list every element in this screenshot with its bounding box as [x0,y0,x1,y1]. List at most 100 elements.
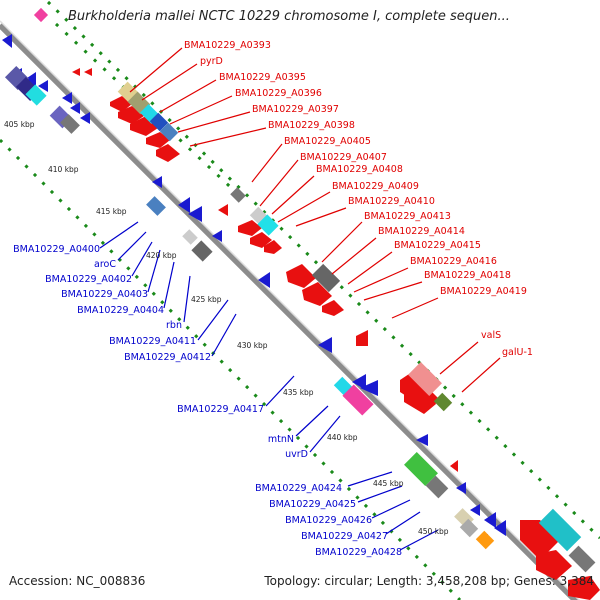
feature-box[interactable] [257,214,279,236]
gene-label[interactable]: BMA10229_A0398 [268,120,355,131]
gene-label[interactable]: BMA10229_A0419 [440,286,527,297]
gene-label[interactable]: rbn [166,320,182,331]
scale-label: 410 kbp [48,165,79,174]
gene-label[interactable]: BMA10229_A0413 [364,211,451,222]
gene-arrow[interactable] [470,504,480,516]
gene-label[interactable]: BMA10229_A0414 [378,226,465,237]
gene-arrow[interactable] [568,576,600,600]
feature-box[interactable] [459,518,479,538]
gene-arrow[interactable] [152,176,162,188]
gene-arrow[interactable] [84,68,92,76]
gene-arrow[interactable] [238,220,262,236]
gene-arrow[interactable] [80,112,90,124]
gene-arrow[interactable] [360,380,378,396]
feature-box[interactable] [433,392,453,412]
gene-label[interactable]: BMA10229_A0405 [284,136,371,147]
gene-label[interactable]: BMA10229_A0424 [255,483,342,494]
feature-box[interactable] [333,376,353,396]
gene-label[interactable]: BMA10229_A0411 [109,336,196,347]
gene-arrow[interactable] [72,68,80,76]
feature-box[interactable] [191,240,213,262]
gene-label[interactable]: BMA10229_A0397 [252,104,339,115]
gene-arrow[interactable] [318,337,332,353]
gene-arrow[interactable] [456,482,466,494]
gene-label[interactable]: galU-1 [502,347,533,358]
gene-arrow[interactable] [536,550,572,580]
gene-arrow[interactable] [250,232,272,248]
feature-box[interactable] [475,530,495,550]
gene-label[interactable]: BMA10229_A0409 [332,181,419,192]
gene-label[interactable]: BMA10229_A0393 [184,40,271,51]
forward-label-group: BMA10229_A0393 pyrD BMA10229_A0395 BMA10… [184,40,533,358]
gene-arrow[interactable] [352,374,366,390]
gene-arrow[interactable] [2,34,12,48]
gene-label[interactable]: BMA10229_A0408 [316,164,403,175]
gene-label[interactable]: BMA10229_A0396 [235,88,322,99]
gene-label[interactable]: BMA10229_A0402 [45,274,132,285]
gene-arrow[interactable] [356,330,368,346]
scale-label: 435 kbp [283,388,314,397]
gene-arrow[interactable] [258,272,270,288]
gene-arrow[interactable] [264,240,282,254]
gene-label[interactable]: valS [481,330,501,341]
feature-boxes [4,7,596,573]
gene-arrow[interactable] [286,264,316,288]
gene-label[interactable]: BMA10229_A0407 [300,152,387,163]
gene-arrow[interactable] [450,460,458,472]
gene-label[interactable]: BMA10229_A0403 [61,289,148,300]
reverse-genes [2,34,506,546]
topology-text: Topology: circular; Length: 3,458,208 bp… [264,574,594,588]
gene-arrow[interactable] [188,206,202,222]
feature-box[interactable] [159,122,179,142]
feature-box[interactable] [404,452,438,486]
feature-box[interactable] [408,362,442,396]
gene-label[interactable]: BMA10229_A0418 [424,270,511,281]
gene-label[interactable]: BMA10229_A0428 [315,547,402,558]
feature-box[interactable] [425,475,449,499]
gene-arrow[interactable] [178,197,190,213]
gene-arrow[interactable] [416,434,428,446]
gene-arrow[interactable] [218,204,228,216]
gene-label[interactable]: BMA10229_A0400 [13,244,100,255]
gene-label[interactable]: BMA10229_A0426 [285,515,372,526]
inner-tick-line [0,138,462,600]
gene-arrow[interactable] [494,520,506,536]
gene-arrow[interactable] [70,102,80,114]
gene-arrow[interactable] [404,386,436,414]
feature-box[interactable] [311,263,341,293]
gene-label[interactable]: BMA10229_A0416 [410,256,497,267]
feature-box[interactable] [146,196,166,216]
gene-label[interactable]: BMA10229_A0412 [124,352,211,363]
gene-arrow[interactable] [24,72,36,88]
gene-arrow[interactable] [146,132,170,148]
gene-label[interactable]: BMA10229_A0395 [219,72,306,83]
gene-label[interactable]: BMA10229_A0415 [394,240,481,251]
gene-arrow[interactable] [484,512,496,528]
feature-box[interactable] [182,229,198,245]
gene-label[interactable]: BMA10229_A0404 [77,305,164,316]
feature-box[interactable] [60,114,80,134]
feature-box[interactable] [568,545,596,573]
gene-arrow[interactable] [118,106,144,124]
gene-label[interactable]: BMA10229_A0425 [269,499,356,510]
gene-arrow[interactable] [38,80,48,92]
feature-box[interactable] [33,7,49,23]
gene-arrow[interactable] [212,230,222,242]
gene-label[interactable]: BMA10229_A0410 [348,196,435,207]
feature-box[interactable] [149,112,169,132]
feature-box[interactable] [342,384,374,416]
scale-label: 425 kbp [191,295,222,304]
gene-arrow[interactable] [322,300,344,316]
feature-box[interactable] [25,84,47,106]
gene-arrow[interactable] [302,282,332,306]
gene-label[interactable]: BMA10229_A0417 [177,404,264,415]
gene-label[interactable]: aroC [94,259,116,270]
gene-label[interactable]: uvrD [285,449,308,460]
feature-box[interactable] [230,187,246,203]
gene-label[interactable]: mtnN [268,434,294,445]
gene-label[interactable]: pyrD [200,56,223,67]
gene-arrow[interactable] [156,144,180,162]
gene-arrow[interactable] [62,92,72,104]
gene-label[interactable]: BMA10229_A0427 [301,531,388,542]
feature-box[interactable] [538,508,582,552]
